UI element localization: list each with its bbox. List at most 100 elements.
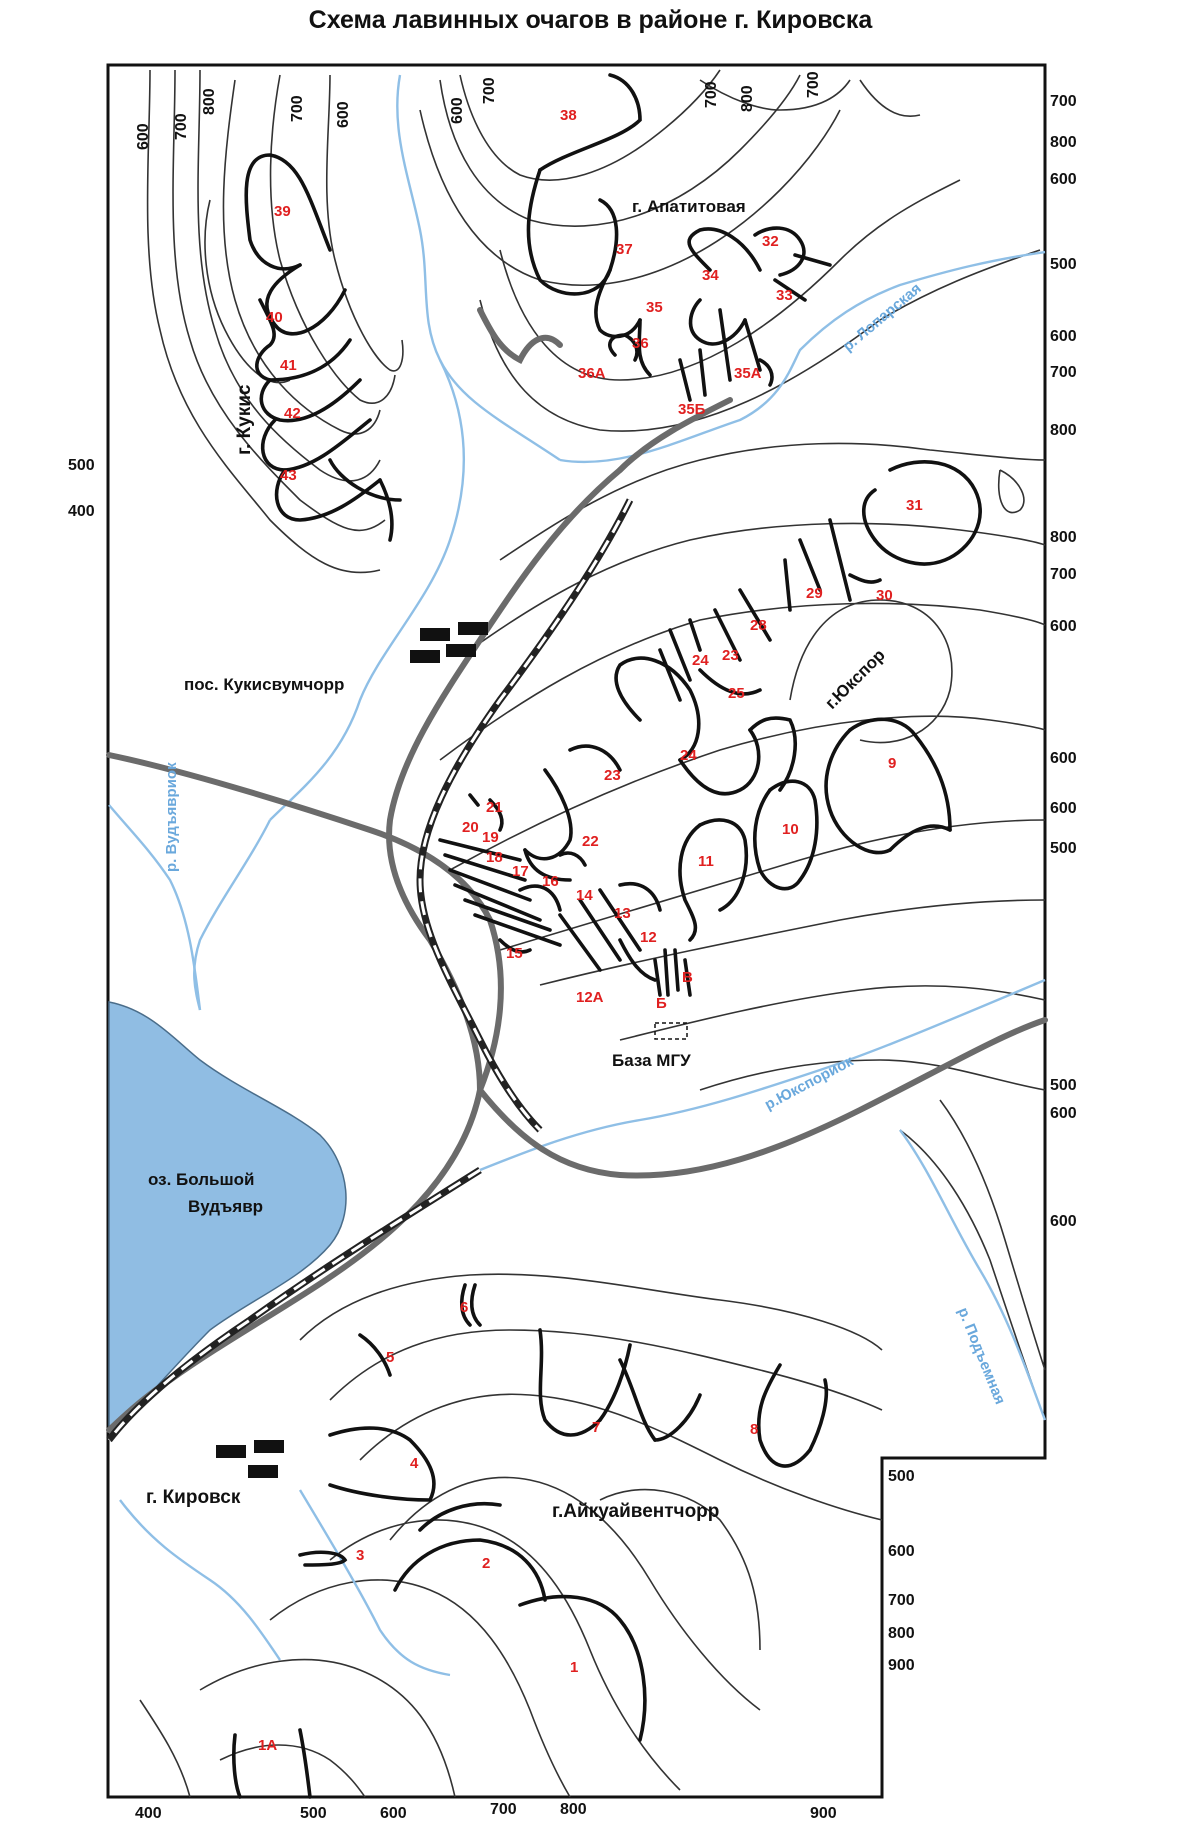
elev-right-11: 600 — [1050, 750, 1077, 767]
river-vudyavriok — [108, 804, 202, 1011]
river-yuksporiok — [479, 978, 1046, 1172]
avalanche-1: 1 — [570, 1659, 578, 1676]
avalanche-36: 36 — [632, 335, 649, 352]
map-frame — [106, 63, 1047, 1799]
msu-base-marker — [654, 1022, 688, 1040]
elev-top-9: 800 — [739, 85, 756, 112]
elev-top-8: 700 — [703, 81, 720, 108]
avalanche-25: 25 — [728, 685, 745, 702]
avalanche-numbers: 1 1А 2 3 4 5 6 7 8 9 10 11 12 12А Б В 13… — [258, 107, 923, 1754]
avalanche-outlines — [232, 73, 982, 1799]
place-names: г. Апатитовая г. Кукис г.Юкспор пос. Кук… — [146, 197, 889, 1522]
elev-bottom-2: 500 — [300, 1805, 327, 1822]
avalanche-32: 32 — [762, 233, 779, 250]
contour-lines — [139, 69, 1046, 1798]
avalanche-4: 4 — [410, 1455, 419, 1472]
avalanche-12: 12 — [640, 929, 657, 946]
label-river-vudyavriok: р. Вудъявриок — [163, 762, 180, 872]
avalanche-43: 43 — [280, 467, 297, 484]
avalanche-2: 2 — [482, 1555, 490, 1572]
avalanche-39: 39 — [274, 203, 291, 220]
elev-right-9: 700 — [1050, 566, 1077, 583]
avalanche-v: В — [682, 969, 693, 986]
elev-bottom-6: 900 — [810, 1805, 837, 1822]
elev-right-2: 800 — [1050, 134, 1077, 151]
elev-bottom-5: 800 — [560, 1801, 587, 1818]
elev-top-3: 800 — [201, 88, 218, 115]
river-podemnaya — [899, 1129, 1047, 1421]
elev-bottom-4: 700 — [490, 1801, 517, 1818]
elev-right-12: 600 — [1050, 800, 1077, 817]
avalanche-12a: 12А — [576, 989, 604, 1006]
avalanche-23-lower: 23 — [604, 767, 621, 784]
map-title: Схема лавинных очагов в районе г. Кировс… — [308, 6, 873, 34]
elev-right-4: 500 — [1050, 256, 1077, 273]
label-lake-line1: оз. Большой — [148, 1170, 255, 1189]
avalanche-33: 33 — [776, 287, 793, 304]
elev-right-14: 500 — [1050, 1077, 1077, 1094]
avalanche-15: 15 — [506, 945, 523, 962]
label-kirovsk: г. Кировск — [146, 1487, 241, 1508]
elev-right-lower-4: 800 — [888, 1625, 915, 1642]
avalanche-23-upper: 23 — [722, 647, 739, 664]
avalanche-28: 28 — [750, 617, 767, 634]
avalanche-9: 9 — [888, 755, 896, 772]
avalanche-10: 10 — [782, 821, 799, 838]
avalanche-7: 7 — [592, 1419, 600, 1436]
river-loparskaya — [559, 250, 1046, 464]
avalanche-1a: 1А — [258, 1737, 277, 1754]
elev-right-3: 600 — [1050, 171, 1077, 188]
elev-top-4: 700 — [289, 95, 306, 122]
avalanche-21: 21 — [486, 799, 503, 816]
elev-right-5: 600 — [1050, 328, 1077, 345]
avalanche-8: 8 — [750, 1421, 758, 1438]
elev-right-lower-2: 600 — [888, 1543, 915, 1560]
elev-top-7: 700 — [481, 77, 498, 104]
avalanche-41: 41 — [280, 357, 297, 374]
elev-top-1: 600 — [135, 123, 152, 150]
avalanche-30: 30 — [876, 587, 893, 604]
avalanche-36a: 36А — [578, 365, 606, 382]
elev-right-15: 600 — [1050, 1105, 1077, 1122]
elev-top-10: 700 — [805, 71, 822, 98]
avalanche-40: 40 — [266, 309, 283, 326]
elev-right-lower-1: 500 — [888, 1468, 915, 1485]
label-apatitovaya: г. Апатитовая — [632, 197, 746, 216]
railway — [106, 498, 634, 1443]
elevation-labels: 600 700 800 700 600 600 700 700 800 700 … — [68, 71, 1077, 1822]
elev-right-16: 600 — [1050, 1213, 1077, 1230]
avalanche-24-upper: 24 — [692, 652, 709, 669]
elev-bottom-1: 400 — [135, 1805, 162, 1822]
elev-right-8: 800 — [1050, 529, 1077, 546]
elev-right-1: 700 — [1050, 93, 1077, 110]
avalanche-14: 14 — [576, 887, 593, 904]
avalanche-24-lower: 24 — [680, 747, 697, 764]
avalanche-31: 31 — [906, 497, 923, 514]
avalanche-18: 18 — [486, 849, 503, 866]
lake-bolshoy-vudyavr — [108, 1001, 347, 1432]
settlement-blocks — [216, 622, 488, 1478]
elev-top-6: 600 — [449, 97, 466, 124]
avalanche-16: 16 — [542, 873, 559, 890]
avalanche-35: 35 — [646, 299, 663, 316]
elev-left-2: 400 — [68, 503, 95, 520]
label-kukis: г. Кукис — [234, 384, 255, 455]
avalanche-35a: 35А — [734, 365, 762, 382]
avalanche-6: 6 — [460, 1299, 468, 1316]
avalanche-17: 17 — [512, 863, 529, 880]
avalanche-11: 11 — [698, 853, 714, 870]
avalanche-35b: 35Б — [678, 401, 706, 418]
avalanche-22: 22 — [582, 833, 599, 850]
label-lake-line2: Вудъявр — [188, 1197, 263, 1216]
avalanche-37: 37 — [616, 241, 633, 258]
avalanche-29: 29 — [806, 585, 823, 602]
avalanche-20: 20 — [462, 819, 479, 836]
rivers — [108, 74, 1047, 1677]
elev-top-2: 700 — [173, 113, 190, 140]
elev-top-5: 600 — [335, 101, 352, 128]
elev-right-7: 800 — [1050, 422, 1077, 439]
label-kukisvumchorr: пос. Кукисвумчорр — [184, 675, 344, 694]
elev-right-10: 600 — [1050, 618, 1077, 635]
avalanche-42: 42 — [284, 405, 301, 422]
